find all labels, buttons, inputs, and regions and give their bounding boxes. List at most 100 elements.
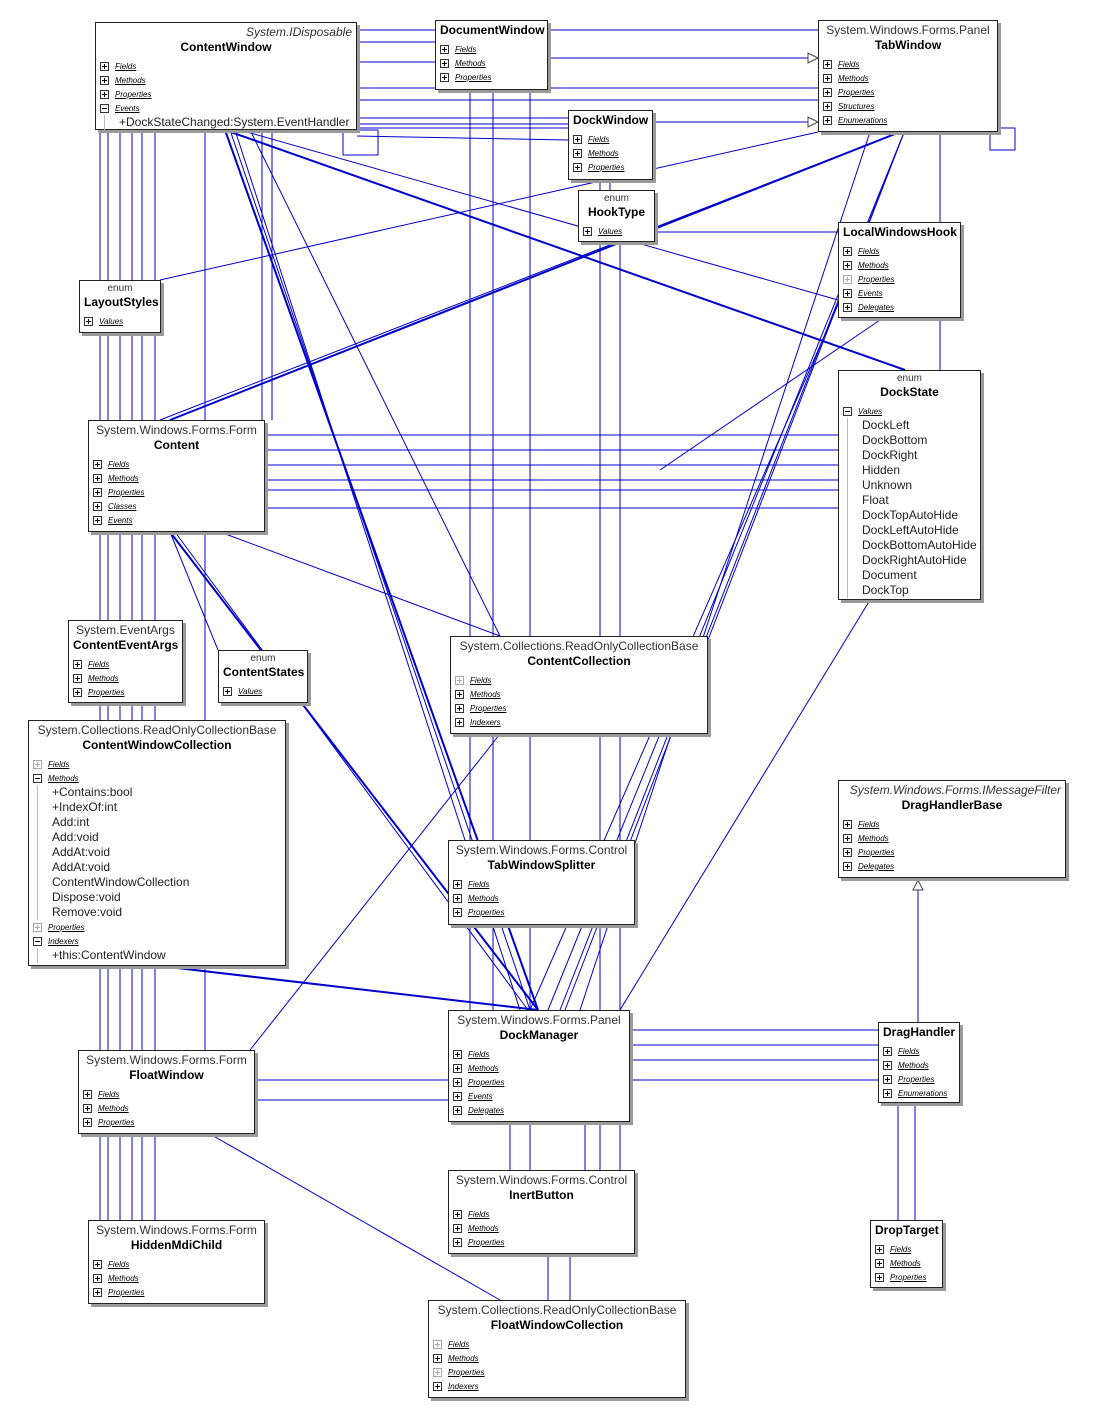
section-methods[interactable]: Methods	[823, 71, 993, 85]
section-indexers[interactable]: Indexers	[33, 934, 281, 948]
section-methods[interactable]: Methods	[83, 1101, 250, 1115]
expand-icon[interactable]	[453, 1237, 462, 1247]
section-fields[interactable]: Fields	[73, 657, 178, 671]
expand-icon[interactable]	[823, 87, 832, 97]
section-fields[interactable]: Fields	[883, 1044, 955, 1058]
section-properties[interactable]: Properties	[100, 87, 352, 101]
expand-icon[interactable]	[100, 89, 109, 99]
section-events[interactable]: Events	[843, 286, 956, 300]
section-values[interactable]: Values	[843, 404, 976, 418]
section-events[interactable]: Events	[100, 101, 352, 115]
section-fields[interactable]: Fields	[573, 132, 648, 146]
section-fields[interactable]: Fields	[875, 1242, 938, 1256]
expand-icon[interactable]	[93, 1273, 102, 1283]
section-properties[interactable]: Properties	[33, 920, 281, 934]
collapse-icon[interactable]	[843, 406, 852, 416]
expand-icon[interactable]	[453, 907, 462, 917]
expand-icon[interactable]	[453, 879, 462, 889]
expand-icon[interactable]	[433, 1381, 442, 1391]
expand-icon[interactable]	[573, 148, 582, 158]
expand-icon[interactable]	[84, 316, 93, 326]
section-properties[interactable]: Properties	[440, 70, 543, 84]
expand-icon[interactable]	[455, 703, 464, 713]
section-properties[interactable]: Properties	[73, 685, 178, 699]
section-properties[interactable]: Properties	[453, 905, 630, 919]
section-fields[interactable]: Fields	[83, 1087, 250, 1101]
expand-icon[interactable]	[843, 260, 852, 270]
expand-icon[interactable]	[33, 759, 42, 769]
collapse-icon[interactable]	[33, 936, 42, 946]
expand-icon[interactable]	[843, 847, 852, 857]
expand-icon[interactable]	[73, 659, 82, 669]
expand-icon[interactable]	[453, 1209, 462, 1219]
expand-icon[interactable]	[83, 1089, 92, 1099]
expand-icon[interactable]	[843, 288, 852, 298]
expand-icon[interactable]	[843, 833, 852, 843]
expand-icon[interactable]	[440, 44, 449, 54]
expand-icon[interactable]	[433, 1339, 442, 1349]
expand-icon[interactable]	[455, 675, 464, 685]
expand-icon[interactable]	[453, 1049, 462, 1059]
expand-icon[interactable]	[33, 922, 42, 932]
section-methods[interactable]: Methods	[453, 1221, 630, 1235]
section-fields[interactable]: Fields	[93, 1257, 260, 1271]
expand-icon[interactable]	[93, 1287, 102, 1297]
section-fields[interactable]: Fields	[453, 1047, 625, 1061]
class-box-content-collection[interactable]: System.Collections.ReadOnlyCollectionBas…	[450, 636, 708, 734]
section-indexers[interactable]: Indexers	[455, 715, 703, 729]
class-box-float-window-collection[interactable]: System.Collections.ReadOnlyCollectionBas…	[428, 1300, 686, 1398]
section-fields[interactable]: Fields	[843, 244, 956, 258]
section-methods[interactable]: Methods	[453, 1061, 625, 1075]
section-values[interactable]: Values	[84, 314, 156, 328]
section-fields[interactable]: Fields	[843, 817, 1061, 831]
expand-icon[interactable]	[875, 1272, 884, 1282]
section-methods[interactable]: Methods	[93, 471, 260, 485]
expand-icon[interactable]	[883, 1074, 892, 1084]
section-properties[interactable]: Properties	[93, 485, 260, 499]
section-delegates[interactable]: Delegates	[843, 300, 956, 314]
expand-icon[interactable]	[93, 515, 102, 525]
expand-icon[interactable]	[573, 162, 582, 172]
section-values[interactable]: Values	[223, 684, 303, 698]
expand-icon[interactable]	[883, 1088, 892, 1098]
expand-icon[interactable]	[223, 686, 232, 696]
expand-icon[interactable]	[73, 687, 82, 697]
section-indexers[interactable]: Indexers	[433, 1379, 681, 1393]
expand-icon[interactable]	[583, 226, 592, 236]
section-methods[interactable]: Methods	[573, 146, 648, 160]
section-structures[interactable]: Structures	[823, 99, 993, 113]
section-methods[interactable]: Methods	[455, 687, 703, 701]
section-classes[interactable]: Classes	[93, 499, 260, 513]
section-enumerations[interactable]: Enumerations	[883, 1086, 955, 1100]
expand-icon[interactable]	[875, 1258, 884, 1268]
expand-icon[interactable]	[453, 1063, 462, 1073]
expand-icon[interactable]	[93, 473, 102, 483]
section-properties[interactable]: Properties	[93, 1285, 260, 1299]
expand-icon[interactable]	[455, 717, 464, 727]
expand-icon[interactable]	[843, 274, 852, 284]
section-fields[interactable]: Fields	[455, 673, 703, 687]
expand-icon[interactable]	[453, 1091, 462, 1101]
section-methods[interactable]: Methods	[843, 258, 956, 272]
expand-icon[interactable]	[440, 58, 449, 68]
expand-icon[interactable]	[843, 246, 852, 256]
section-fields[interactable]: Fields	[433, 1337, 681, 1351]
expand-icon[interactable]	[93, 487, 102, 497]
section-properties[interactable]: Properties	[455, 701, 703, 715]
section-properties[interactable]: Properties	[453, 1235, 630, 1249]
expand-icon[interactable]	[823, 115, 832, 125]
